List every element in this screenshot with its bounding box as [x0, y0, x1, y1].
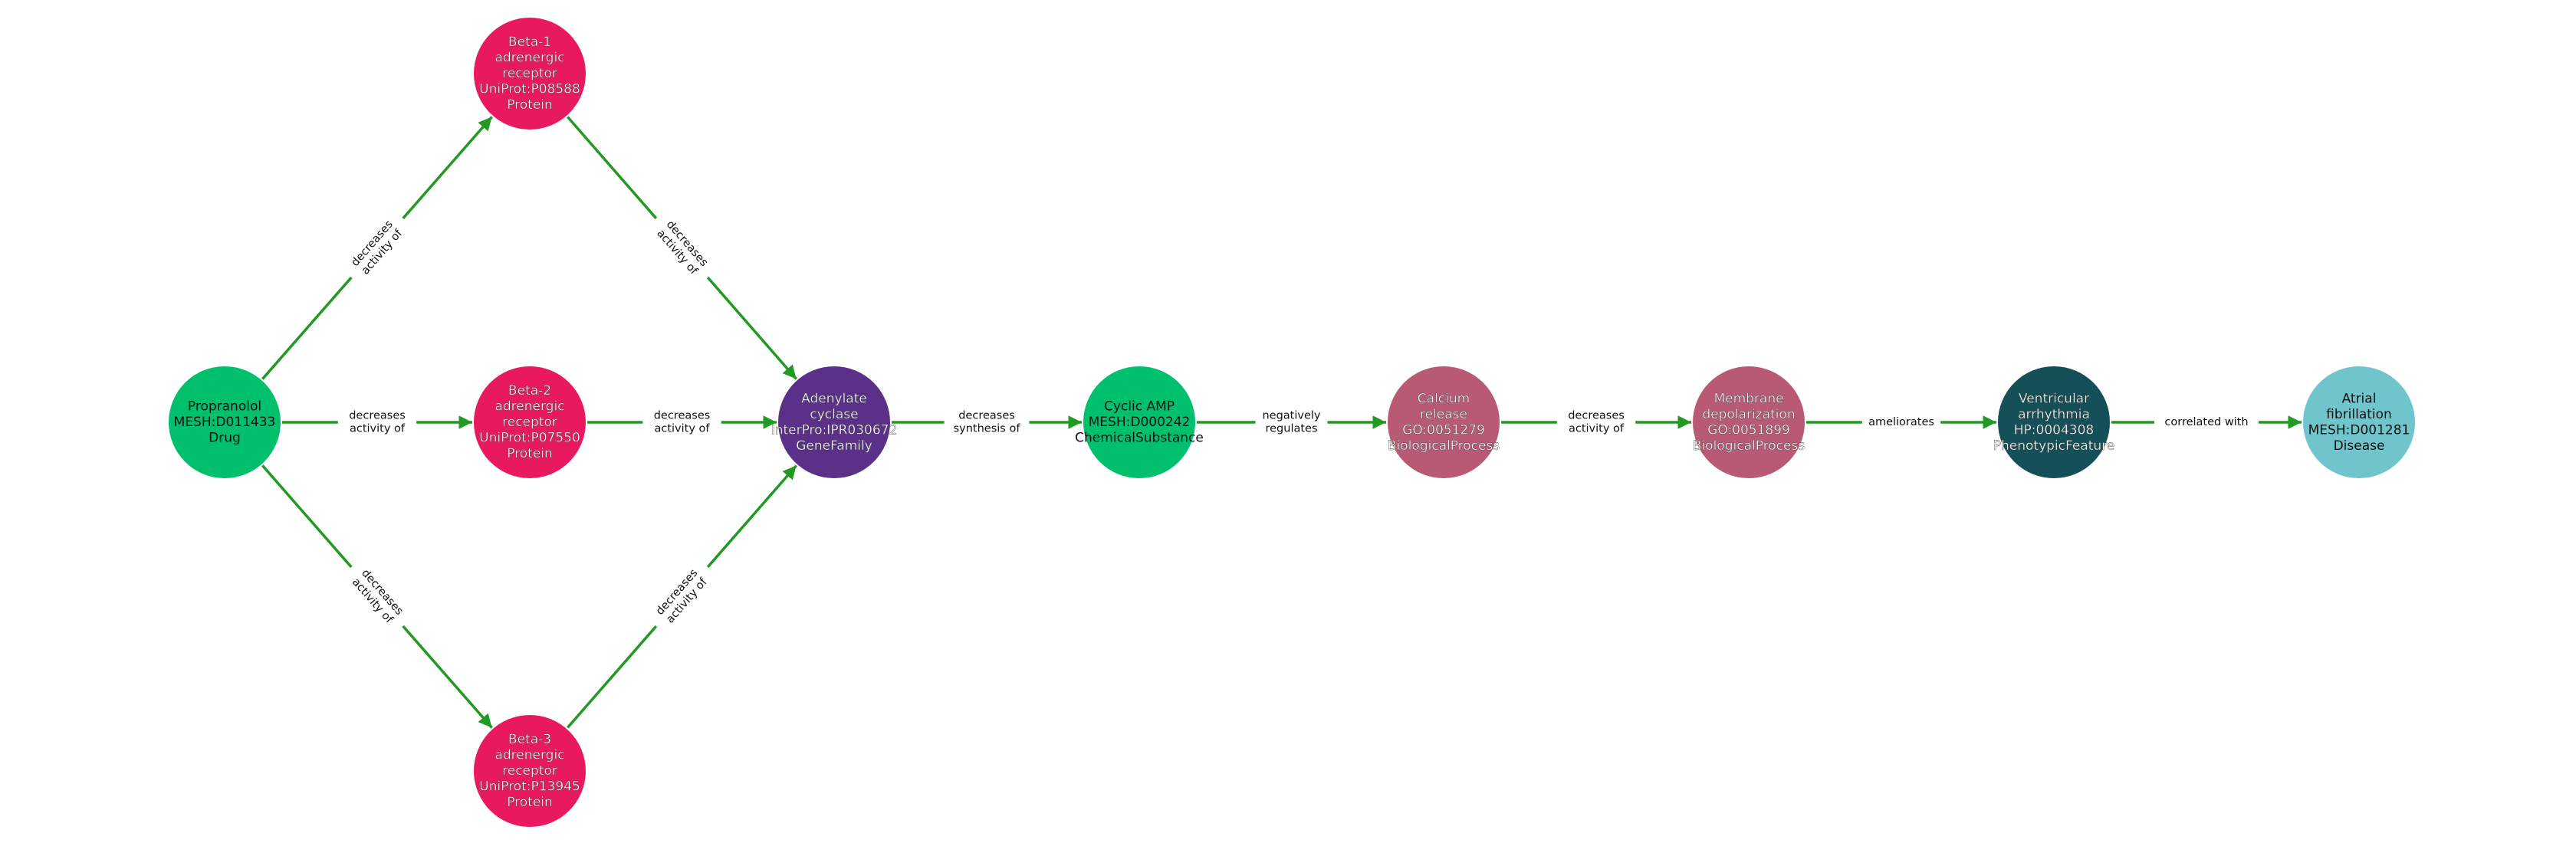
- edge-label-text: ameliorates: [1868, 416, 1934, 428]
- node-label-line: Beta-3: [508, 732, 551, 747]
- node-label-line: MESH:D001281: [2308, 422, 2410, 438]
- edge-label-background: [645, 557, 719, 636]
- node-label-line: UniProt:P08588: [479, 82, 580, 97]
- node-label-line: InterPro:IPR030672: [771, 422, 898, 438]
- node-label-line: adrenergic: [495, 399, 564, 415]
- node-adenylate[interactable]: AdenylatecyclaseInterPro:IPR030672GeneFa…: [771, 366, 898, 478]
- node-label-line: Calcium: [1418, 391, 1470, 406]
- node-label-line: GeneFamily: [796, 438, 872, 454]
- edge-label-text: correlated with: [2164, 416, 2248, 428]
- edge-label-background: [645, 208, 719, 287]
- edge-label-text: activity of: [654, 423, 710, 435]
- node-label-line: Protein: [507, 795, 553, 810]
- edge-label-background: [340, 557, 415, 636]
- node-label-line: release: [1420, 407, 1467, 422]
- node-label-line: Protein: [507, 97, 553, 113]
- node-label-line: Drug: [209, 431, 241, 446]
- node-circle: [474, 18, 586, 130]
- edge-label-text: decreases: [349, 410, 406, 422]
- node-circle: [1083, 366, 1195, 478]
- node-label-line: UniProt:P13945: [479, 779, 580, 795]
- node-label-line: Cyclic AMP: [1104, 399, 1175, 415]
- node-label-line: Atrial: [2342, 391, 2377, 406]
- node-label-line: Beta-2: [508, 383, 551, 399]
- node-label-line: fibrillation: [2326, 407, 2392, 422]
- node-label-line: arrhythmia: [2018, 407, 2090, 422]
- edge-label-background: [1255, 408, 1328, 437]
- node-label-line: GO:0051899: [1707, 422, 1790, 438]
- edge-label-text: regulates: [1265, 423, 1317, 435]
- node-label-line: HP:0004308: [2014, 422, 2094, 438]
- node-circle: [474, 366, 586, 478]
- node-label-line: Beta-1: [508, 34, 551, 50]
- node-circle: [169, 366, 281, 478]
- edge-label-text: negatively: [1262, 410, 1320, 422]
- node-label-line: Ventricular: [2019, 391, 2089, 406]
- edge-label-background: [337, 408, 417, 437]
- node-label-line: depolarization: [1702, 407, 1795, 422]
- node-circle: [1388, 366, 1500, 478]
- node-beta3[interactable]: Beta-3adrenergicreceptorUniProt:P13945Pr…: [474, 715, 586, 827]
- node-label-line: PhenotypicFeature: [1993, 438, 2115, 454]
- node-beta1[interactable]: Beta-1adrenergicreceptorUniProt:P08588Pr…: [474, 18, 586, 130]
- node-label-line: receptor: [502, 66, 557, 81]
- node-arrhythmia[interactable]: VentriculararrhythmiaHP:0004308Phenotypi…: [1993, 366, 2115, 478]
- node-label-line: Disease: [2334, 438, 2385, 454]
- node-label-line: Membrane: [1714, 391, 1783, 406]
- edge-label-text: decreases: [958, 410, 1015, 422]
- node-circle: [1693, 366, 1805, 478]
- node-label-line: BiologicalProcess: [1388, 438, 1500, 454]
- node-label-line: Protein: [507, 446, 553, 461]
- edge-label-background: [2154, 414, 2259, 431]
- node-beta2[interactable]: Beta-2adrenergicreceptorUniProt:P07550Pr…: [474, 366, 586, 478]
- node-label-line: MESH:D011433: [174, 415, 276, 430]
- edge-label-background: [340, 208, 415, 287]
- node-label-line: GO:0051279: [1402, 422, 1485, 438]
- edge-label-background: [1861, 414, 1941, 431]
- edge-label-background: [1556, 408, 1636, 437]
- node-circle: [474, 715, 586, 827]
- node-membrane[interactable]: MembranedepolarizationGO:0051899Biologic…: [1693, 366, 1806, 478]
- node-label-line: adrenergic: [495, 748, 564, 763]
- edge-label-text: decreases: [1568, 410, 1625, 422]
- edge-label-text: activity of: [350, 423, 406, 435]
- node-label-line: receptor: [502, 415, 557, 430]
- node-circle: [778, 366, 890, 478]
- node-label-line: adrenergic: [495, 51, 564, 66]
- node-label-line: ChemicalSubstance: [1075, 431, 1204, 446]
- node-calcium[interactable]: CalciumreleaseGO:0051279BiologicalProces…: [1388, 366, 1500, 478]
- node-circle: [1998, 366, 2110, 478]
- node-label-line: Adenylate: [801, 391, 867, 406]
- edge-label-background: [944, 408, 1030, 437]
- node-label-line: MESH:D000242: [1089, 415, 1191, 430]
- node-label-line: UniProt:P07550: [479, 431, 580, 446]
- node-label-line: BiologicalProcess: [1693, 438, 1806, 454]
- node-circle: [2303, 366, 2415, 478]
- edge-label-background: [642, 408, 721, 437]
- node-label-line: Propranolol: [188, 399, 261, 415]
- node-label-line: receptor: [502, 763, 557, 779]
- edge-label-membrane-to-arrhythmia: ameliorates: [1861, 414, 1941, 431]
- nodes-layer: PropranololMESH:D011433DrugBeta-1adrener…: [169, 18, 2415, 827]
- edge-label-arrhythmia-to-afib: correlated with: [2154, 414, 2259, 431]
- node-label-line: cyclase: [810, 407, 858, 422]
- edge-label-text: synthesis of: [954, 423, 1021, 435]
- edge-label-text: decreases: [654, 410, 711, 422]
- edge-label-text: activity of: [1569, 423, 1625, 435]
